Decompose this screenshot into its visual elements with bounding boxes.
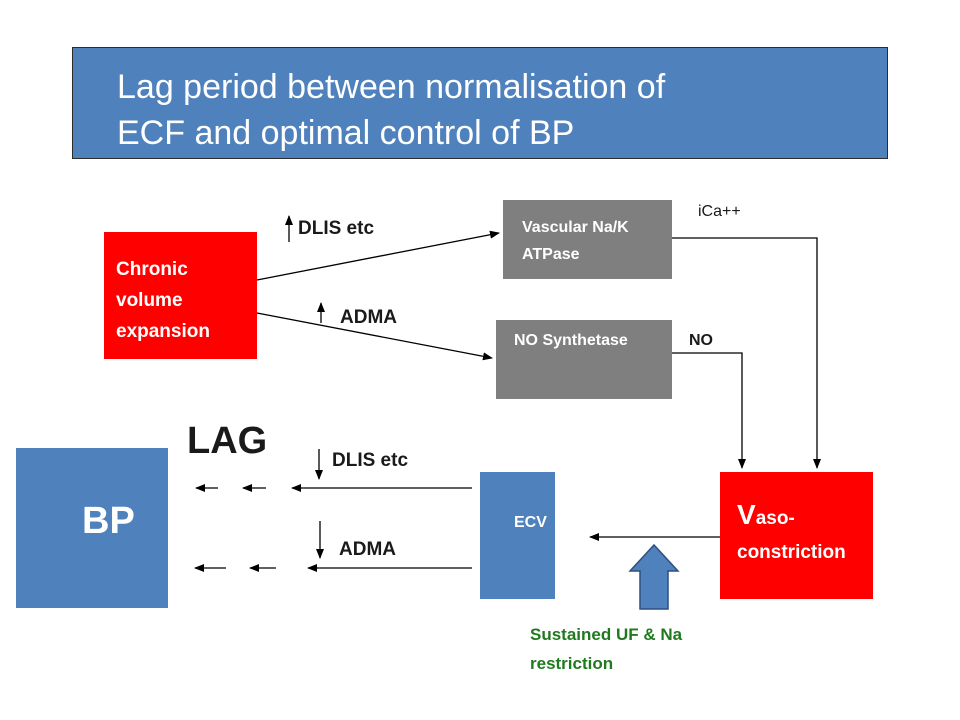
sustained-line-2: restriction bbox=[530, 654, 614, 673]
arrow-ica-to-vaso bbox=[672, 237, 821, 469]
bp-box: BP bbox=[16, 448, 168, 608]
vaso-rest: aso- bbox=[755, 508, 795, 529]
arrow-chronic-to-no-synthetase bbox=[256, 312, 493, 361]
vascular-line-1: Vascular Na/K bbox=[522, 219, 629, 236]
dlis-top-label: DLIS etc bbox=[298, 218, 375, 239]
chronic-line-1: Chronic bbox=[116, 259, 188, 280]
ica-label: iCa++ bbox=[698, 203, 741, 220]
vaso-line-1: Vaso- bbox=[737, 499, 795, 531]
vascular-na-k-atpase-box: Vascular Na/K ATPase bbox=[503, 200, 672, 279]
sustained-line-1: Sustained UF & Na bbox=[530, 625, 683, 644]
title-line-1: Lag period between normalisation of bbox=[117, 68, 666, 106]
chronic-line-3: expansion bbox=[116, 321, 210, 342]
vasoconstriction-box: Vaso- constriction bbox=[720, 472, 873, 599]
ecv-box: ECV bbox=[480, 472, 555, 599]
adma-top-label: ADMA bbox=[340, 307, 397, 328]
no-synthetase-box: NO Synthetase bbox=[496, 320, 672, 399]
dlis-bottom-label: DLIS etc bbox=[332, 450, 409, 471]
adma-bottom-label: ADMA bbox=[339, 539, 396, 560]
title-line-2: ECF and optimal control of BP bbox=[117, 114, 575, 152]
chronic-volume-expansion-box: Chronic volume expansion bbox=[104, 232, 257, 359]
arrow-no-to-vaso bbox=[672, 352, 746, 469]
vaso-initial: V bbox=[737, 499, 756, 530]
ecv-label: ECV bbox=[514, 514, 547, 531]
chronic-line-2: volume bbox=[116, 290, 183, 311]
title-banner: Lag period between normalisation of ECF … bbox=[72, 47, 888, 159]
vascular-line-2: ATPase bbox=[522, 246, 580, 263]
arrow-chronic-to-vascular bbox=[256, 230, 500, 281]
bp-label: BP bbox=[82, 500, 135, 542]
no-synthetase-label: NO Synthetase bbox=[514, 332, 628, 349]
big-up-arrow bbox=[628, 543, 680, 610]
lag-label: LAG bbox=[187, 420, 268, 462]
no-label: NO bbox=[689, 332, 713, 349]
vaso-line-2: constriction bbox=[737, 542, 846, 563]
